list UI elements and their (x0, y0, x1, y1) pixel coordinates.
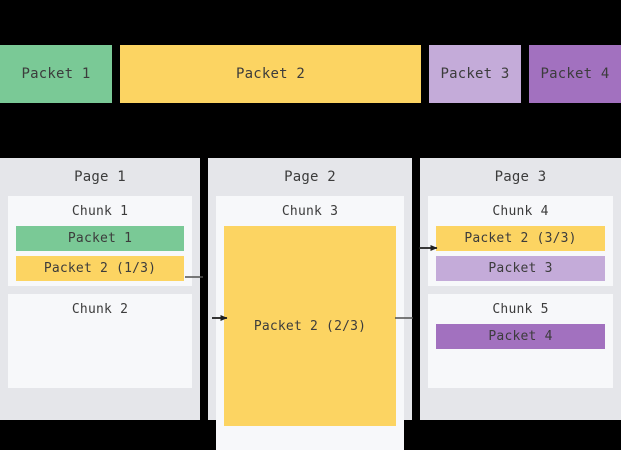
chunk-1-packet-2-part-1: Packet 2 (1/3) (16, 256, 184, 281)
chunk-5-packet-4-part: Packet 4 (436, 324, 605, 349)
stream-packet-4-label: Packet 4 (540, 66, 610, 82)
chunk-4-packet-3-part: Packet 3 (436, 256, 605, 281)
chunk-3-title: Chunk 3 (281, 204, 339, 219)
stream-packet-1: Packet 1 (0, 45, 112, 103)
stream-packet-1-label: Packet 1 (21, 66, 91, 82)
chunk-5-title: Chunk 5 (492, 302, 549, 317)
chunk-2-title: Chunk 2 (71, 302, 129, 317)
stream-packet-2-label: Packet 2 (235, 66, 306, 82)
stream-packet-3: Packet 3 (429, 45, 521, 103)
chunk-3-packet-2-part-2-label: Packet 2 (2/3) (253, 318, 367, 334)
page-1-title: Page 1 (74, 169, 126, 185)
chunk-1-packet-1-part-label: Packet 1 (67, 231, 133, 246)
page-2-title: Page 2 (284, 169, 336, 185)
chunk-2: Chunk 2 (8, 294, 192, 388)
chunk-4-title: Chunk 4 (492, 204, 549, 219)
chunk-4: Chunk 4 Packet 2 (3/3) Packet 3 (428, 196, 613, 286)
stream-packet-4: Packet 4 (529, 45, 621, 103)
chunk-4-packet-2-part-3: Packet 2 (3/3) (436, 226, 605, 251)
chunk-5-packet-4-part-label: Packet 4 (488, 329, 553, 344)
chunk-1-packet-1-part: Packet 1 (16, 226, 184, 251)
chunk-1-title: Chunk 1 (71, 204, 129, 219)
chunk-3: Chunk 3 Packet 2 (2/3) (216, 196, 404, 450)
page-3-title: Page 3 (494, 169, 547, 185)
stream-packet-3-label: Packet 3 (440, 66, 510, 82)
page-2: Page 2 Chunk 3 Packet 2 (2/3) (208, 158, 412, 450)
chunk-4-packet-3-part-label: Packet 3 (488, 261, 553, 276)
packet-stream: Packet 1 Packet 2 Packet 3 Packet 4 (0, 45, 621, 103)
chunk-3-packet-2-part-2: Packet 2 (2/3) (224, 226, 396, 426)
chunk-4-packet-2-part-3-label: Packet 2 (3/3) (464, 231, 577, 246)
chunk-1-packet-2-part-1-label: Packet 2 (1/3) (43, 261, 157, 276)
chunk-1: Chunk 1 Packet 1 Packet 2 (1/3) (8, 196, 192, 286)
chunk-5: Chunk 5 Packet 4 (428, 294, 613, 388)
stream-packet-2: Packet 2 (120, 45, 421, 103)
